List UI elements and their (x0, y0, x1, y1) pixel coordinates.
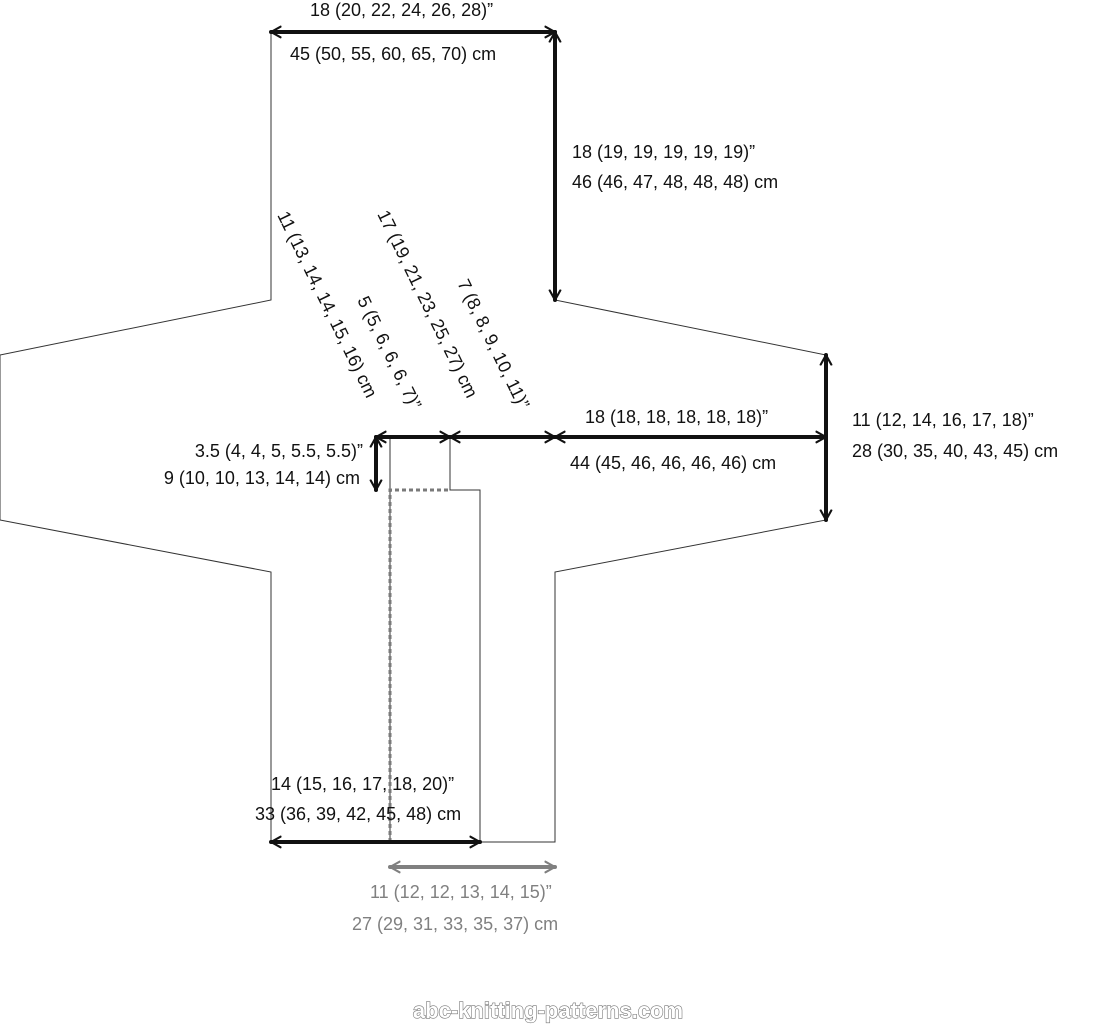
front-width-inches-label: 11 (12, 12, 13, 14, 15)” (370, 882, 552, 902)
sleeve-length-inches-label: 18 (18, 18, 18, 18, 18)” (585, 407, 768, 427)
neck-depth-cm-label: 9 (10, 10, 13, 14, 14) cm (164, 468, 360, 488)
neck-depth-inches-label: 3.5 (4, 4, 5, 5.5, 5.5)” (195, 441, 363, 461)
watermark-text: abc-knitting-patterns.com (413, 998, 683, 1023)
top-width-cm-label: 45 (50, 55, 60, 65, 70) cm (290, 44, 496, 64)
sleeve-length-cm-label: 44 (45, 46, 46, 46, 46) cm (570, 453, 776, 473)
front-width-cm-label: 27 (29, 31, 33, 35, 37) cm (352, 914, 558, 934)
back-length-inches-label: 18 (19, 19, 19, 19, 19)” (572, 142, 755, 162)
cuff-cm-label: 28 (30, 35, 40, 43, 45) cm (852, 441, 1058, 461)
top-width-inches-label: 18 (20, 22, 24, 26, 28)” (310, 0, 493, 20)
cuff-inches-label: 11 (12, 14, 16, 17, 18)” (852, 410, 1034, 430)
bottom-width-inches-label: 14 (15, 16, 17, 18, 20)” (271, 774, 454, 794)
back-length-cm-label: 46 (46, 47, 48, 48, 48) cm (572, 172, 778, 192)
bottom-width-cm-label: 33 (36, 39, 42, 45, 48) cm (255, 804, 461, 824)
front-panel-dotted-line (388, 488, 450, 842)
